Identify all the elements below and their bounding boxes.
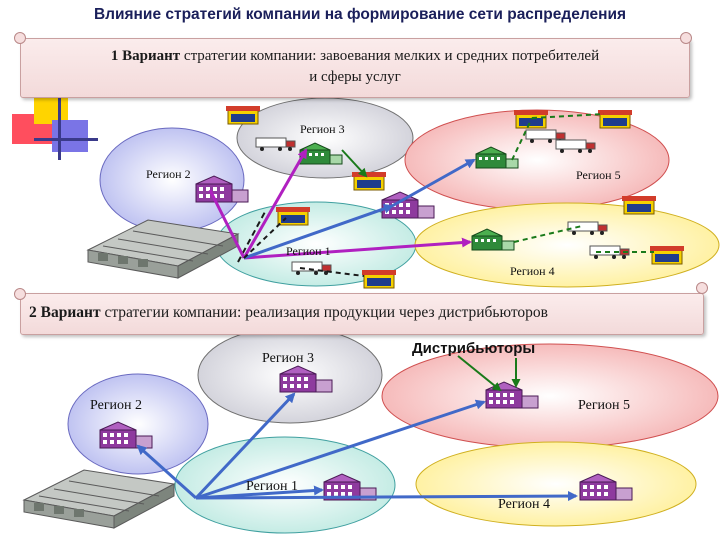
v2-factory-icon [23, 469, 175, 529]
v1-region1-label: Регион 1 [286, 244, 331, 258]
decor-horizontal-line [34, 138, 98, 141]
decor-vertical-line [58, 92, 61, 160]
variant2-text-body: стратегии компании: реализация продукции… [104, 304, 548, 321]
variant1-lead: 1 Вариант [110, 48, 181, 64]
variant1-text-line1: стратегии компании: завоевания мелких и … [183, 48, 600, 64]
v1-region4-label: Регион 4 [510, 264, 555, 278]
v1-arrow-region2-factory [208, 189, 246, 259]
v1-arrow-center-region5 [391, 158, 476, 208]
v1-dashed-region4-a [513, 225, 583, 243]
v1-region3-label: Регион 3 [300, 122, 345, 136]
v1-dashed-region5-a [511, 117, 533, 161]
v2-region2-area [67, 373, 209, 475]
v1-store-region5-icon [621, 195, 657, 215]
v1-region5-label: Регион 5 [576, 168, 621, 182]
v1-dashed-region5-b [531, 113, 605, 119]
v1-arrow-factory-center [243, 203, 394, 260]
v1-store-region1b-icon [361, 269, 397, 289]
variant1-banner: 1 Вариант стратегии компании: завоевания… [20, 38, 690, 98]
banner1-curl-left [14, 32, 26, 44]
v2-region1-label: Регион 1 [246, 479, 299, 494]
v1-green-arrow-region3 [341, 149, 368, 178]
v1-arrow-factory-region4 [243, 237, 472, 260]
v1-store-center-icon [351, 171, 387, 191]
distributors-label: Дистрибьюторы [412, 340, 536, 357]
variant1-text: 1 Вариант стратегии компании: завоевания… [31, 46, 679, 88]
v2-region5-label: Регион 5 [578, 398, 631, 413]
page-title: Влияние стратегий компании на формирован… [93, 6, 627, 23]
v1-dashed-store [243, 217, 287, 259]
v2-region4-area [415, 441, 697, 527]
v1-store-region5c-icon [597, 109, 633, 129]
variant2-banner: 2 Вариант стратегии компании: реализация… [20, 293, 704, 335]
v1-store-region1-icon [275, 206, 311, 226]
v2-arrow-region2 [136, 444, 198, 500]
banner2-curl-right [696, 282, 708, 294]
v1-factory-icon [87, 219, 239, 279]
decor-yellow-square [34, 94, 68, 124]
v2-distributor-arrow-a [457, 355, 502, 392]
variant2-text: 2 Вариант стратегии компании: реализация… [29, 304, 548, 322]
v2-region2-label: Регион 2 [90, 398, 143, 413]
v1-dashed-region1-store [299, 267, 365, 277]
v2-arrow-region4 [195, 491, 578, 502]
v1-store-region4-icon [649, 245, 685, 265]
v2-region3-label: Регион 3 [262, 351, 315, 366]
v2-region4-label: Регион 4 [498, 497, 551, 512]
v2-region5-area [381, 343, 719, 449]
v1-store-region3-icon [225, 105, 261, 125]
v1-region2-label: Регион 2 [146, 167, 191, 181]
v1-region4-area [414, 202, 720, 288]
banner2-curl-left [14, 288, 26, 300]
variant2-lead: 2 Вариант [29, 304, 101, 321]
v2-arrow-region5 [195, 399, 486, 500]
v1-arrow-factory-region3 [242, 148, 308, 259]
v2-arrow-region3 [194, 392, 296, 500]
v1-region3-area [236, 97, 414, 179]
banner1-curl-right [680, 32, 692, 44]
variant1-text-line2: и сферы услуг [309, 69, 401, 85]
